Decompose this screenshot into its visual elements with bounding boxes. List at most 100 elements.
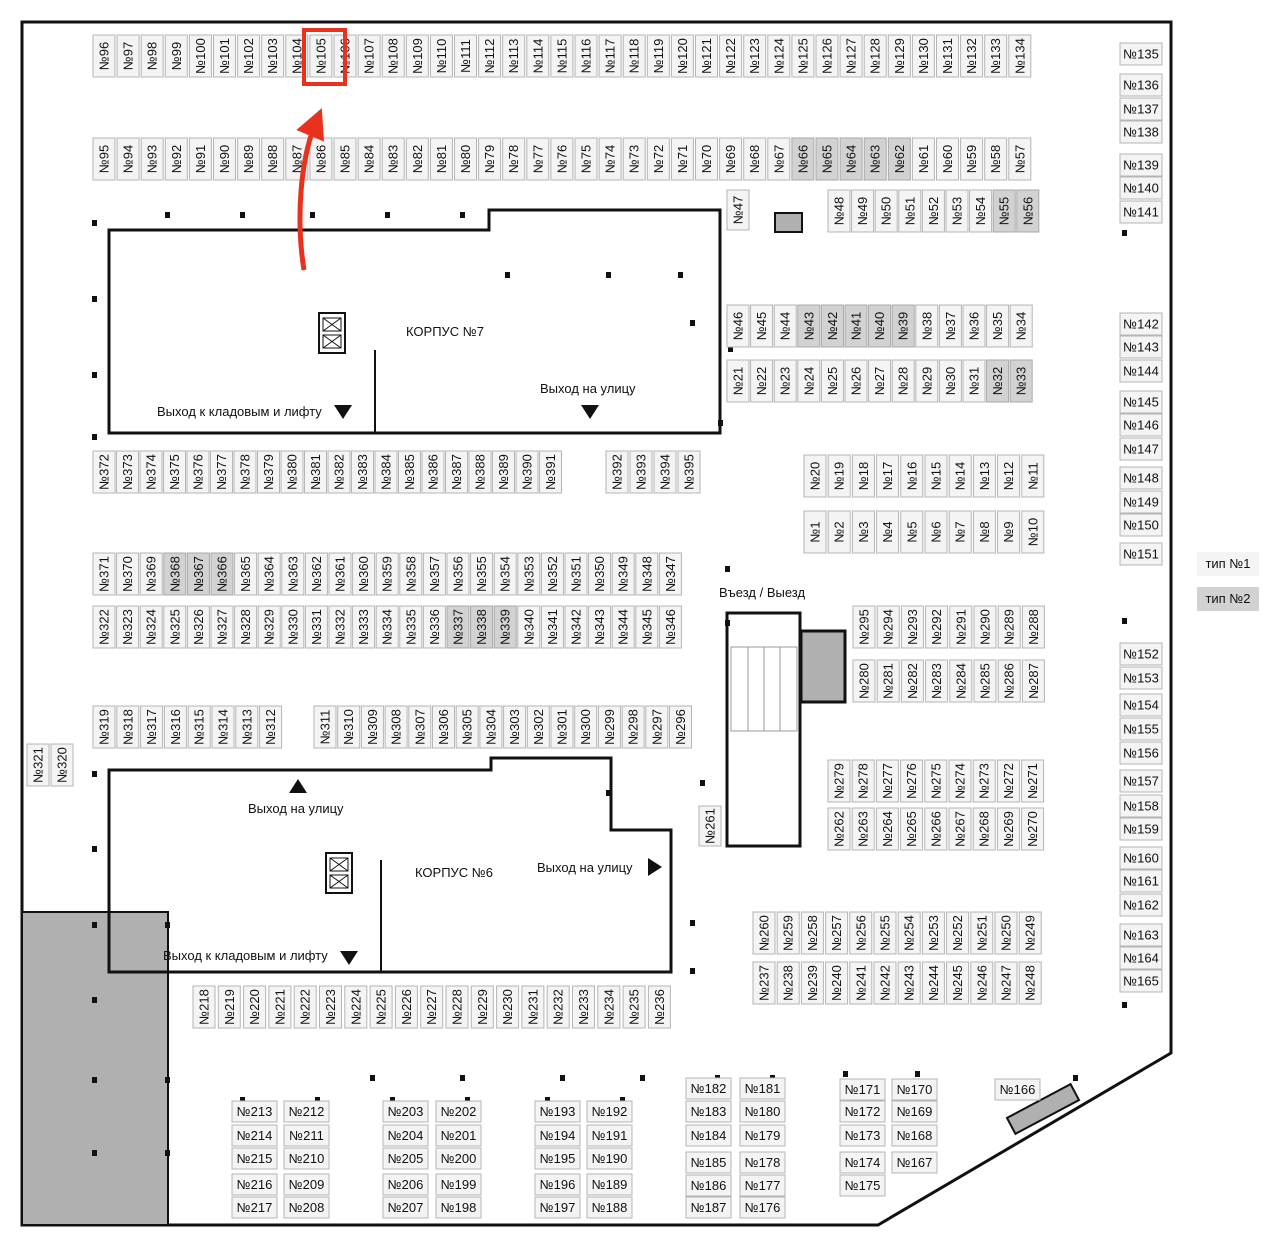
- parking-spot-226[interactable]: №226: [394, 985, 418, 1029]
- parking-spot-84[interactable]: №84: [357, 137, 381, 181]
- parking-spot-362[interactable]: №362: [304, 552, 328, 596]
- parking-spot-184[interactable]: №184: [685, 1124, 732, 1147]
- parking-spot-86[interactable]: №86: [309, 137, 333, 181]
- parking-spot-290[interactable]: №290: [973, 605, 997, 649]
- parking-spot-373[interactable]: №373: [116, 450, 139, 494]
- parking-spot-13[interactable]: №13: [972, 454, 996, 498]
- parking-spot-282[interactable]: №282: [900, 659, 924, 703]
- parking-spot-319[interactable]: №319: [92, 705, 116, 749]
- parking-spot-200[interactable]: №200: [435, 1147, 482, 1170]
- parking-spot-221[interactable]: №221: [268, 985, 292, 1029]
- parking-spot-90[interactable]: №90: [213, 137, 236, 181]
- parking-spot-217[interactable]: №217: [231, 1196, 278, 1219]
- parking-spot-8[interactable]: №8: [972, 510, 996, 554]
- parking-spot-291[interactable]: №291: [949, 605, 973, 649]
- parking-spot-287[interactable]: №287: [1021, 659, 1045, 703]
- parking-spot-340[interactable]: №340: [517, 605, 541, 649]
- parking-spot-330[interactable]: №330: [281, 605, 305, 649]
- parking-spot-274[interactable]: №274: [948, 759, 972, 803]
- parking-spot-30[interactable]: №30: [938, 359, 962, 403]
- parking-spot-288[interactable]: №288: [1021, 605, 1045, 649]
- parking-spot-360[interactable]: №360: [352, 552, 376, 596]
- parking-spot-79[interactable]: №79: [478, 137, 502, 181]
- parking-spot-231[interactable]: №231: [521, 985, 545, 1029]
- parking-spot-62[interactable]: №62: [887, 137, 911, 181]
- parking-spot-97[interactable]: №97: [116, 34, 140, 78]
- parking-spot-134[interactable]: №134: [1008, 34, 1032, 78]
- parking-spot-3[interactable]: №3: [851, 510, 875, 554]
- parking-spot-78[interactable]: №78: [502, 137, 526, 181]
- parking-spot-197[interactable]: №197: [534, 1196, 581, 1219]
- parking-spot-232[interactable]: №232: [546, 985, 570, 1029]
- parking-spot-163[interactable]: №163: [1119, 923, 1163, 947]
- parking-spot-207[interactable]: №207: [382, 1196, 429, 1219]
- parking-spot-215[interactable]: №215: [231, 1147, 278, 1170]
- parking-spot-21[interactable]: №21: [726, 359, 750, 403]
- parking-spot-297[interactable]: №297: [645, 705, 669, 749]
- parking-spot-16[interactable]: №16: [900, 454, 924, 498]
- parking-spot-89[interactable]: №89: [237, 137, 261, 181]
- parking-spot-328[interactable]: №328: [234, 605, 258, 649]
- parking-spot-112[interactable]: №112: [478, 34, 502, 78]
- parking-spot-301[interactable]: №301: [550, 705, 574, 749]
- parking-spot-169[interactable]: №169: [891, 1100, 938, 1123]
- parking-spot-332[interactable]: №332: [328, 605, 352, 649]
- parking-spot-390[interactable]: №390: [515, 450, 539, 494]
- parking-spot-227[interactable]: №227: [420, 985, 444, 1029]
- parking-spot-175[interactable]: №175: [839, 1174, 886, 1197]
- parking-spot-333[interactable]: №333: [352, 605, 376, 649]
- parking-spot-102[interactable]: №102: [237, 34, 261, 78]
- parking-spot-179[interactable]: №179: [739, 1124, 786, 1147]
- parking-spot-213[interactable]: №213: [231, 1100, 278, 1123]
- parking-spot-39[interactable]: №39: [891, 304, 915, 348]
- parking-spot-225[interactable]: №225: [369, 985, 393, 1029]
- parking-spot-322[interactable]: №322: [92, 605, 116, 649]
- parking-spot-236[interactable]: №236: [647, 985, 671, 1029]
- parking-spot-1[interactable]: №1: [803, 510, 827, 554]
- parking-spot-22[interactable]: №22: [750, 359, 774, 403]
- parking-spot-50[interactable]: №50: [874, 189, 898, 233]
- parking-spot-312[interactable]: №312: [259, 705, 283, 749]
- parking-spot-241[interactable]: №241: [849, 961, 873, 1005]
- parking-spot-372[interactable]: №372: [92, 450, 116, 494]
- parking-spot-261[interactable]: №261: [698, 805, 722, 847]
- parking-spot-220[interactable]: №220: [243, 985, 267, 1029]
- parking-spot-195[interactable]: №195: [534, 1147, 581, 1170]
- parking-spot-364[interactable]: №364: [257, 552, 281, 596]
- parking-spot-385[interactable]: №385: [398, 450, 421, 494]
- parking-spot-181[interactable]: №181: [739, 1077, 786, 1100]
- parking-spot-11[interactable]: №11: [1021, 454, 1045, 498]
- parking-spot-103[interactable]: №103: [261, 34, 285, 78]
- parking-spot-130[interactable]: №130: [911, 34, 935, 78]
- parking-spot-378[interactable]: №378: [233, 450, 257, 494]
- parking-spot-183[interactable]: №183: [685, 1100, 732, 1123]
- parking-spot-295[interactable]: №295: [852, 605, 876, 649]
- parking-spot-270[interactable]: №270: [1021, 807, 1045, 851]
- parking-spot-43[interactable]: №43: [797, 304, 821, 348]
- parking-spot-71[interactable]: №71: [670, 137, 694, 181]
- parking-spot-388[interactable]: №388: [468, 450, 492, 494]
- parking-spot-34[interactable]: №34: [1009, 304, 1033, 348]
- parking-spot-331[interactable]: №331: [304, 605, 328, 649]
- parking-spot-194[interactable]: №194: [534, 1124, 581, 1147]
- parking-spot-15[interactable]: №15: [924, 454, 948, 498]
- parking-spot-309[interactable]: №309: [360, 705, 384, 749]
- parking-spot-68[interactable]: №68: [743, 137, 767, 181]
- parking-spot-59[interactable]: №59: [960, 137, 984, 181]
- parking-spot-123[interactable]: №123: [743, 34, 767, 78]
- parking-spot-128[interactable]: №128: [863, 34, 887, 78]
- parking-spot-206[interactable]: №206: [382, 1173, 429, 1196]
- parking-spot-74[interactable]: №74: [598, 137, 622, 181]
- parking-spot-107[interactable]: №107: [357, 34, 381, 78]
- parking-spot-100[interactable]: №100: [188, 34, 212, 78]
- parking-spot-115[interactable]: №115: [550, 34, 574, 78]
- parking-spot-56[interactable]: №56: [1016, 189, 1040, 233]
- parking-spot-146[interactable]: №146: [1119, 413, 1163, 437]
- parking-spot-196[interactable]: №196: [534, 1173, 581, 1196]
- parking-spot-384[interactable]: №384: [374, 450, 398, 494]
- parking-spot-341[interactable]: №341: [540, 605, 564, 649]
- parking-spot-191[interactable]: №191: [586, 1124, 633, 1147]
- parking-spot-158[interactable]: №158: [1119, 794, 1163, 818]
- parking-spot-129[interactable]: №129: [887, 34, 911, 78]
- parking-spot-257[interactable]: №257: [825, 911, 849, 955]
